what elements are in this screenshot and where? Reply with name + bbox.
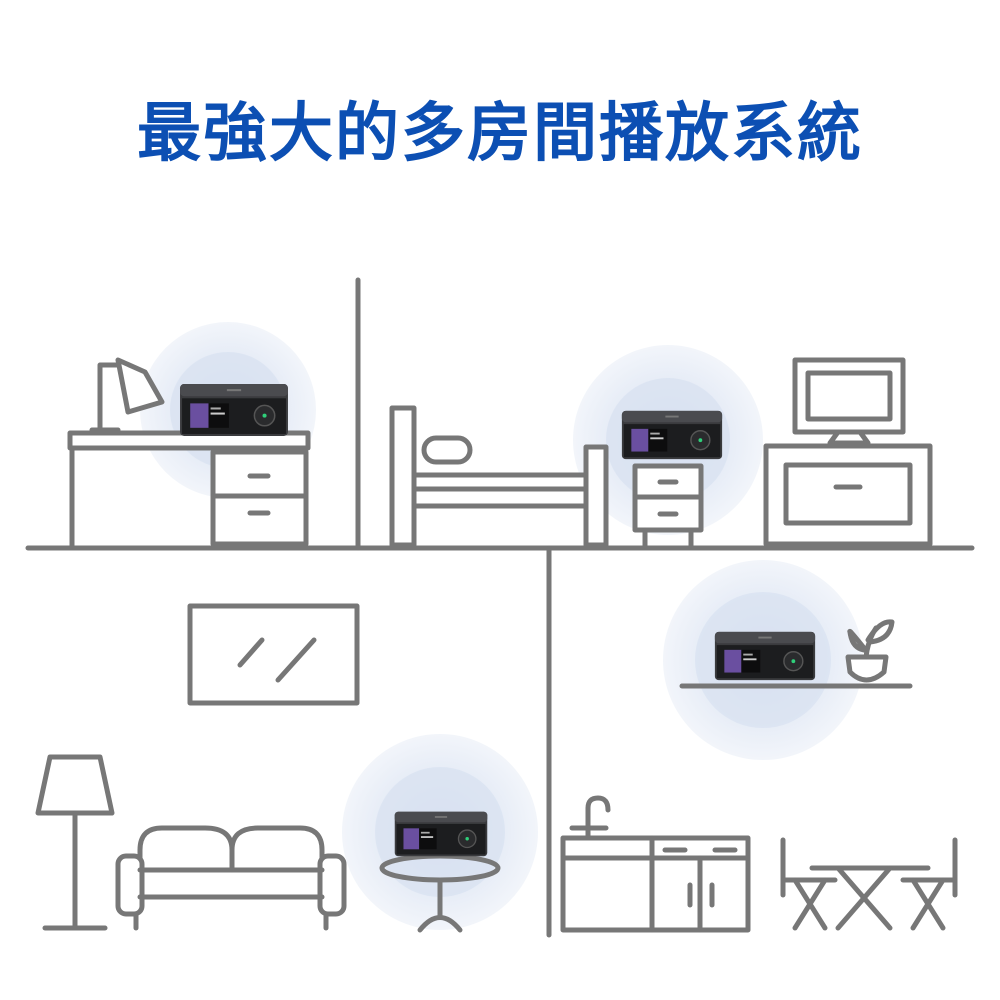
streamer-device-icon [621, 410, 723, 460]
streamer-device-icon [179, 383, 289, 437]
desk-icon [67, 430, 311, 549]
walls [25, 277, 975, 938]
streamer-device-icon [393, 810, 489, 858]
nightstand-icon [632, 463, 704, 549]
picture-frame-icon [187, 603, 360, 706]
tv-cabinet-icon [763, 443, 933, 547]
plant-icon [845, 619, 895, 683]
page-title: 最強大的多房間播放系統 [137, 97, 863, 171]
sofa-icon [115, 825, 347, 931]
tv-icon [792, 357, 906, 446]
dining-set-icon [780, 837, 958, 931]
floor-lamp-icon [35, 754, 115, 931]
streamer-device-icon [714, 631, 816, 681]
kitchen-counter-icon [560, 795, 751, 933]
bed-icon [389, 405, 609, 548]
desk-lamp-icon [89, 357, 165, 433]
